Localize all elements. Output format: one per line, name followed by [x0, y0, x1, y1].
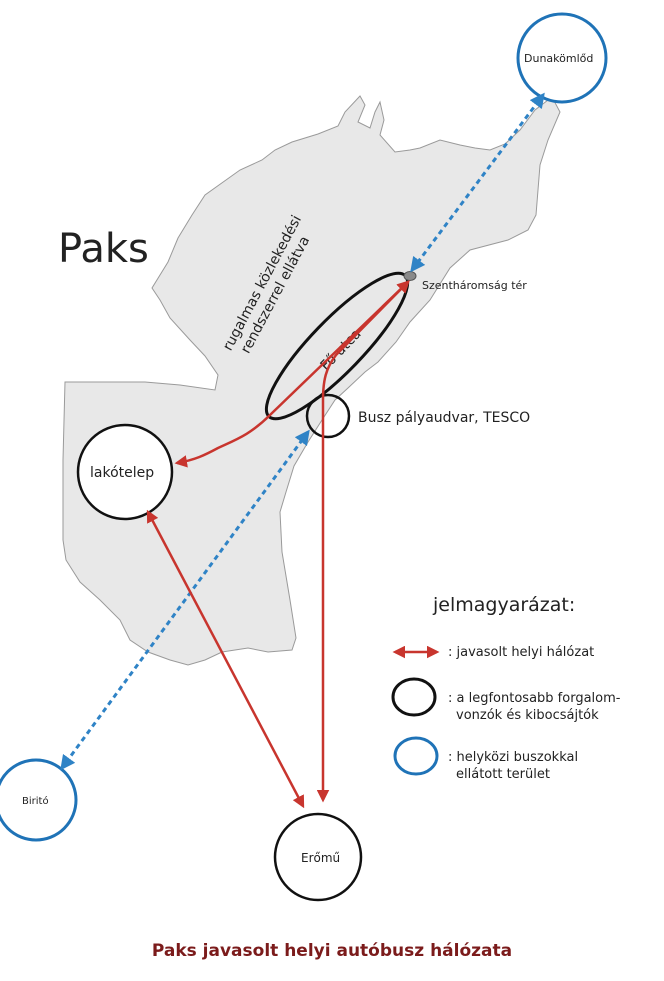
local-route-szentharomsag-lakotelep	[174, 280, 410, 468]
dunakomlod-label: Dunakömlőd	[524, 52, 593, 65]
city-area	[62, 95, 561, 666]
legend-black-circle-symbol	[391, 677, 437, 717]
legend-blue-circle-symbol	[393, 736, 439, 776]
legend-item-3-line-1: : helyközi buszokkal	[448, 750, 578, 765]
birito-label: Biritó	[22, 795, 49, 807]
szentharomsag-marker	[403, 271, 417, 281]
birito-circle	[0, 758, 78, 842]
bus-station-label: Busz pályaudvar, TESCO	[358, 410, 530, 426]
intercity-link-dunakomlod	[410, 92, 545, 273]
local-route-szentharomsag-eromu	[316, 280, 410, 803]
legend-item-3-line-2: ellátott terület	[456, 767, 550, 782]
legend: jelmagyarázat: : javasolt helyi hálózat …	[391, 594, 621, 782]
dunakomlod-circle	[516, 12, 608, 104]
legend-item-1-line-1: : javasolt helyi hálózat	[448, 645, 594, 660]
local-route-lakotelep-eromu	[146, 509, 305, 809]
city-title: Paks	[58, 226, 149, 272]
map-caption: Paks javasolt helyi autóbusz hálózata	[151, 941, 513, 961]
eromu-label: Erőmű	[301, 851, 340, 865]
legend-item-2-line-1: : a legfontosabb forgalom-	[448, 691, 621, 706]
legend-title: jelmagyarázat:	[432, 594, 575, 616]
szentharomsag-label: Szentháromság tér	[422, 279, 527, 292]
lakotelep-label: lakótelep	[90, 465, 154, 481]
eromu-circle	[273, 812, 363, 902]
legend-item-2-line-2: vonzók és kibocsájtók	[456, 708, 599, 723]
